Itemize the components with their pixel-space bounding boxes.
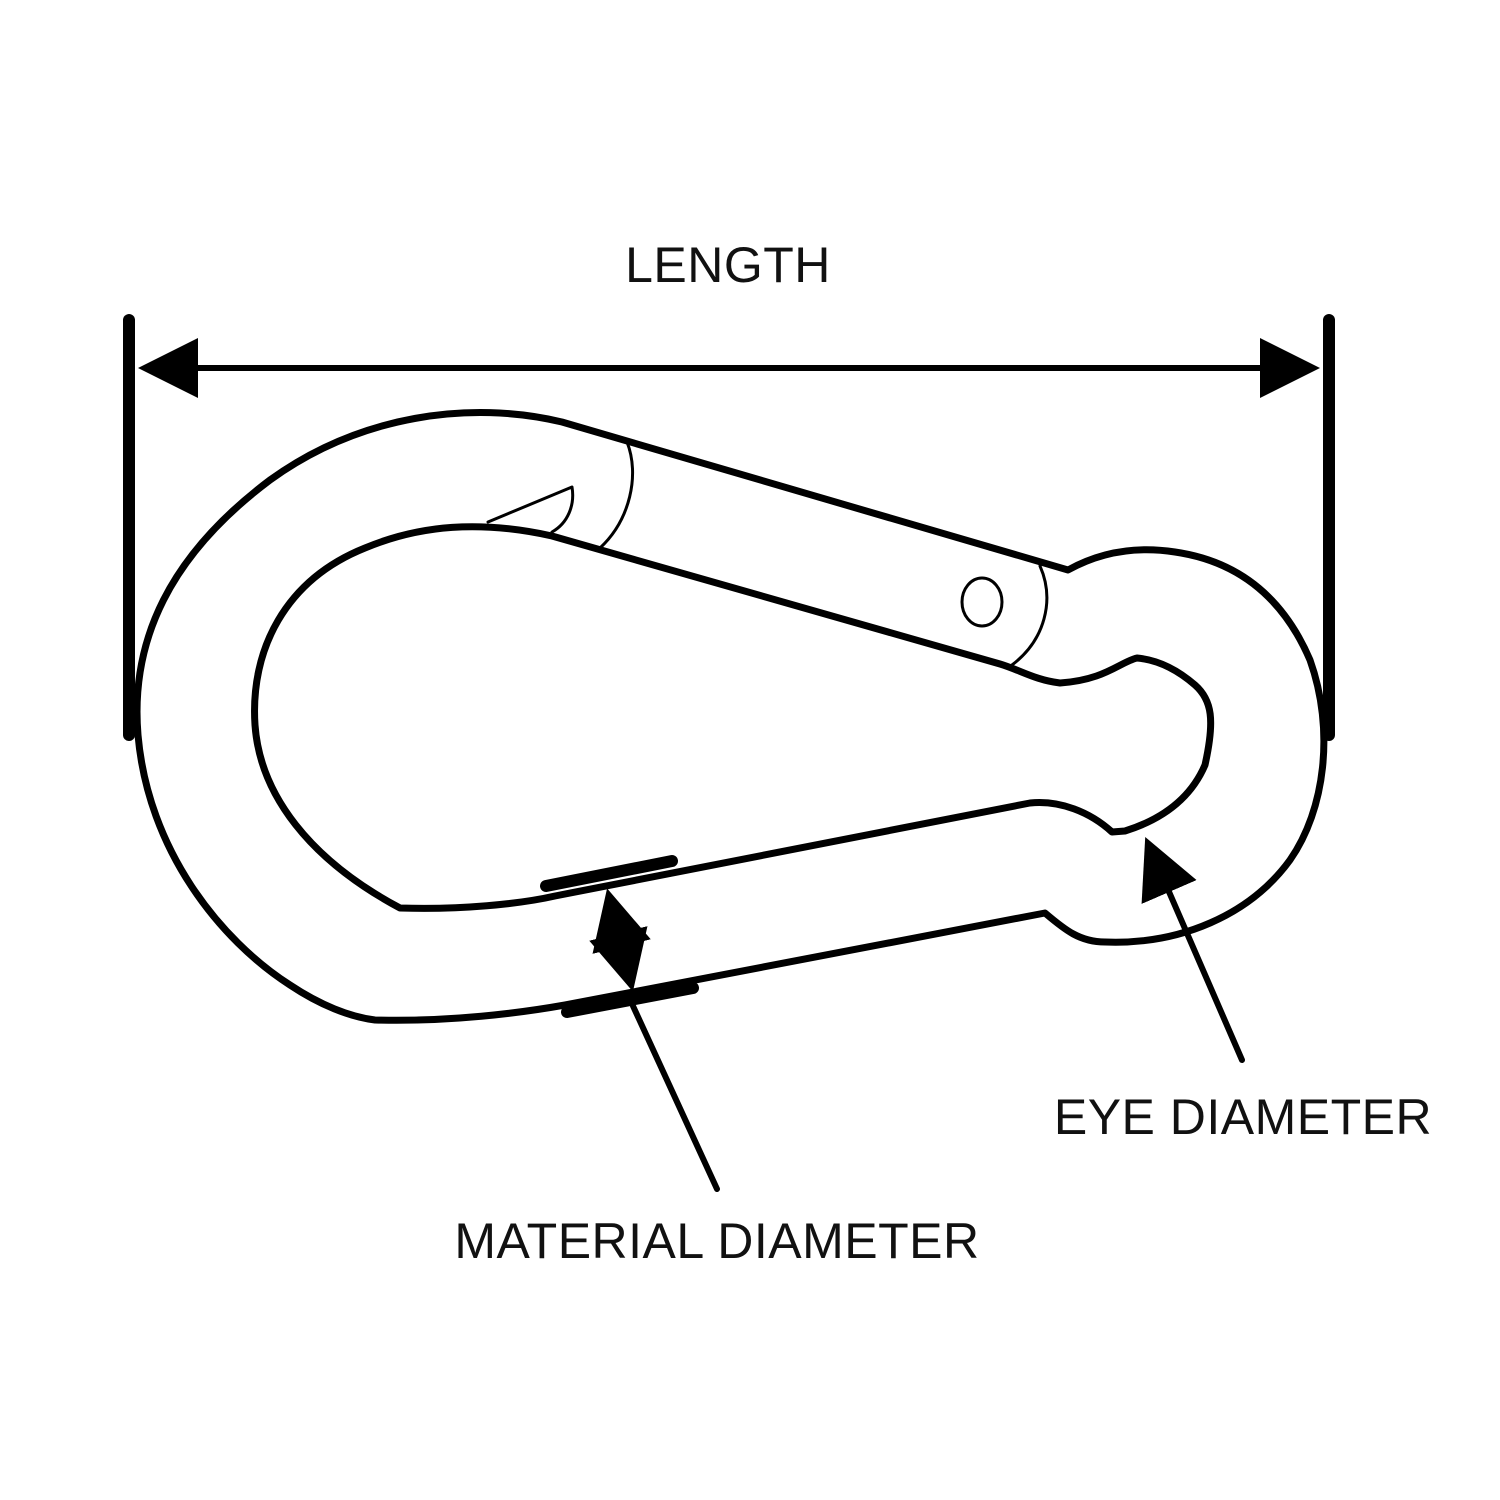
gate-nose-hook bbox=[486, 485, 575, 534]
material-diameter-leader-line bbox=[630, 1003, 720, 1192]
material-bottom-marker bbox=[561, 982, 699, 1018]
gate-sleeve-front-curve bbox=[598, 440, 634, 550]
carabiner-outer-outline bbox=[133, 409, 1328, 1024]
length-label: LENGTH bbox=[625, 237, 831, 293]
eye-diameter-label: EYE DIAMETER bbox=[1054, 1089, 1432, 1145]
gate-sleeve-rear-curve bbox=[1010, 564, 1049, 667]
gate-rivet bbox=[960, 576, 1004, 628]
material-top-marker bbox=[540, 855, 678, 892]
material-diameter-arrow bbox=[589, 888, 651, 992]
eye-diameter-leader-arrow bbox=[1141, 836, 1245, 1063]
material-diameter-label: MATERIAL DIAMETER bbox=[454, 1213, 979, 1269]
carabiner-inner-outline bbox=[251, 523, 1215, 912]
